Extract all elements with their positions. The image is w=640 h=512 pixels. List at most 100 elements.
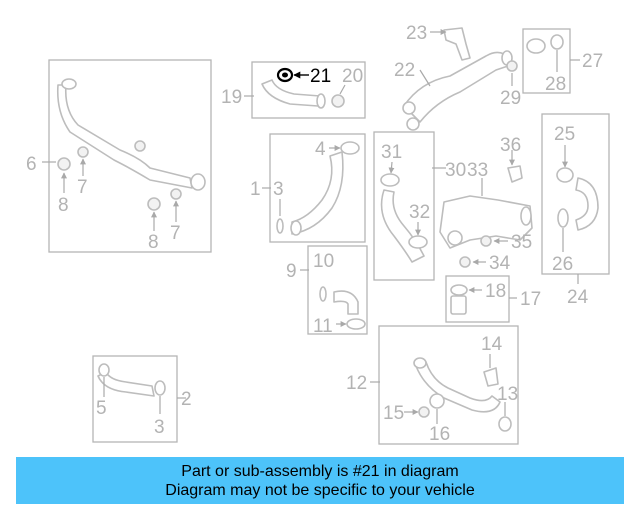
hose-1-end bbox=[290, 220, 302, 236]
group-27-clamps: 28 27 bbox=[522, 28, 603, 95]
o-ring-10 bbox=[319, 286, 327, 302]
grommet-16 bbox=[429, 393, 445, 409]
banner-disclaimer-text: Diagram may not be specific to your vehi… bbox=[165, 481, 475, 499]
callout-15: 15 bbox=[383, 403, 404, 424]
callout-18: 18 bbox=[485, 281, 506, 302]
clamp-20 bbox=[331, 94, 345, 108]
callout-2: 2 bbox=[181, 389, 192, 410]
hose-19-end bbox=[316, 93, 326, 109]
clamp-32 bbox=[408, 235, 428, 249]
clamp-11 bbox=[346, 318, 366, 330]
pipe-12-end bbox=[413, 357, 427, 369]
callout-23: 23 bbox=[406, 23, 427, 44]
sensor-36 bbox=[507, 165, 523, 183]
group-12-frame bbox=[378, 325, 519, 445]
group-30-frame bbox=[373, 131, 435, 281]
callout-3a: 3 bbox=[273, 179, 284, 200]
sleeve-17 bbox=[450, 295, 467, 315]
bracket-23 bbox=[443, 27, 471, 61]
lead-20 bbox=[339, 84, 346, 95]
callout-1: 1 bbox=[250, 179, 261, 200]
pipe-bracket bbox=[134, 140, 146, 152]
group-22-pipe: 23 22 29 bbox=[394, 23, 521, 131]
clamp-4 bbox=[340, 141, 360, 155]
housing-outlet bbox=[520, 206, 532, 226]
callout-27: 27 bbox=[582, 51, 603, 72]
pipe-12-part bbox=[415, 361, 501, 413]
callout-9: 9 bbox=[286, 261, 297, 282]
clamp-18 bbox=[450, 284, 468, 296]
callout-4: 4 bbox=[315, 139, 326, 160]
group-9-elbow: 10 11 9 bbox=[286, 245, 368, 337]
callout-29: 29 bbox=[500, 88, 521, 109]
lead-31 bbox=[388, 161, 395, 174]
callout-36: 36 bbox=[500, 135, 521, 156]
callout-7b: 7 bbox=[170, 223, 181, 244]
clamp-25 bbox=[556, 167, 574, 183]
callout-20: 20 bbox=[342, 66, 363, 87]
callout-13: 13 bbox=[497, 384, 518, 405]
pipe-end-top bbox=[61, 78, 77, 90]
callout-21: 21 bbox=[310, 66, 331, 87]
callout-25: 25 bbox=[554, 124, 575, 145]
grommet-8b bbox=[147, 197, 161, 211]
hose-2-part bbox=[97, 371, 155, 397]
group-6-frame bbox=[48, 59, 212, 253]
lead-22 bbox=[419, 69, 431, 87]
group-30-hose: 31 32 30 bbox=[373, 131, 466, 281]
callout-19: 19 bbox=[221, 87, 242, 108]
pipe-end-right bbox=[190, 173, 206, 191]
callout-28: 28 bbox=[545, 74, 566, 95]
banner-part-text: Part or sub-assembly is #21 in diagram bbox=[181, 462, 459, 480]
callout-6: 6 bbox=[26, 154, 37, 175]
o-ring-26 bbox=[557, 208, 569, 228]
hose-1-part bbox=[291, 151, 344, 235]
group-17-frame bbox=[445, 275, 510, 323]
callout-10: 10 bbox=[313, 251, 334, 272]
callout-11: 11 bbox=[313, 316, 333, 337]
hose-24-part bbox=[575, 177, 599, 231]
group-9-frame bbox=[307, 245, 368, 335]
clamp-21-center bbox=[282, 72, 288, 78]
bolt-35 bbox=[480, 235, 492, 247]
grommet-8a bbox=[57, 157, 71, 171]
group-19-hose: 21 20 19 bbox=[221, 61, 366, 119]
clamp-5 bbox=[98, 363, 110, 377]
callout-12: 12 bbox=[346, 373, 367, 394]
callout-26: 26 bbox=[552, 254, 573, 275]
pipe-22-end-a bbox=[402, 101, 416, 115]
nut-7b bbox=[170, 188, 182, 200]
callout-34: 34 bbox=[489, 253, 511, 274]
callout-7a: 7 bbox=[77, 177, 88, 198]
bracket-14 bbox=[483, 367, 499, 387]
bolt-34 bbox=[459, 256, 471, 268]
callout-14: 14 bbox=[481, 334, 503, 355]
callout-32: 32 bbox=[409, 202, 430, 223]
callout-30: 30 bbox=[445, 160, 466, 181]
info-banner: Part or sub-assembly is #21 in diagram D… bbox=[16, 457, 624, 504]
housing-33-part bbox=[439, 195, 533, 249]
nut-15 bbox=[418, 406, 430, 418]
callout-22: 22 bbox=[394, 60, 415, 81]
intake-pipe-part bbox=[56, 84, 193, 189]
group-2-frame bbox=[92, 355, 178, 443]
callout-17: 17 bbox=[520, 289, 541, 310]
callout-8a: 8 bbox=[58, 195, 69, 216]
clamp-29 bbox=[506, 60, 518, 72]
callout-8b: 8 bbox=[148, 232, 159, 253]
group-1-hose: 4 3 1 bbox=[250, 133, 366, 243]
nut-7a bbox=[77, 146, 89, 158]
housing-inlet bbox=[447, 230, 463, 246]
group-12-pipe: 14 13 15 16 12 bbox=[346, 325, 519, 445]
pipe-22-end-b bbox=[406, 117, 420, 131]
group-17-clamp: 18 17 bbox=[445, 275, 541, 323]
callout-3b: 3 bbox=[154, 417, 165, 438]
clamp-31 bbox=[380, 173, 400, 187]
o-ring-3b bbox=[154, 380, 166, 396]
group-6-pipe-assembly: 6 8 7 8 7 bbox=[26, 59, 212, 253]
callout-24: 24 bbox=[567, 287, 589, 308]
o-ring-3 bbox=[276, 218, 284, 234]
callout-16: 16 bbox=[429, 424, 450, 445]
clamp-28 bbox=[550, 34, 564, 50]
callout-5: 5 bbox=[96, 398, 107, 419]
